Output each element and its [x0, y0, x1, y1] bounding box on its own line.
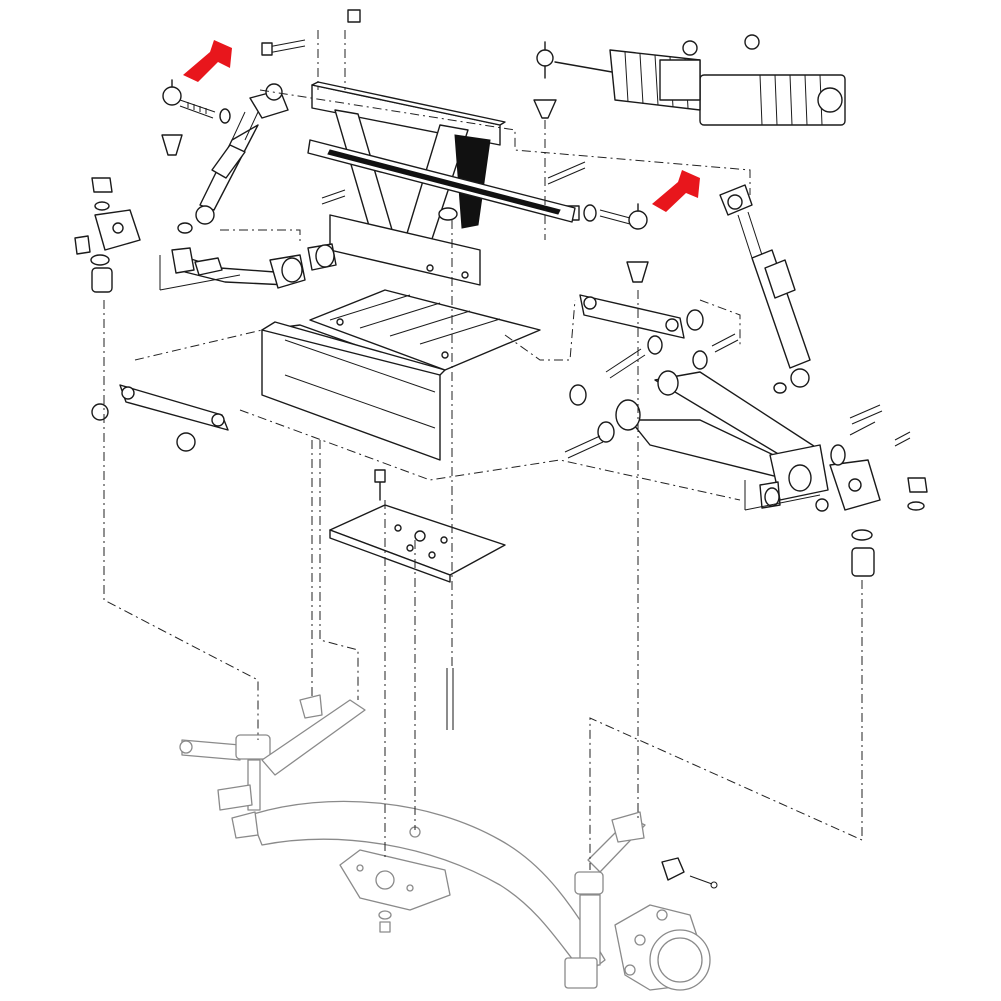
spring-mount-plate [329, 469, 506, 730]
right-callout-arrow [652, 170, 700, 212]
steering-gear [533, 34, 846, 126]
left-callout-arrow [183, 40, 232, 82]
castle-nut [661, 857, 718, 889]
center-cradle [261, 289, 541, 461]
explosion-lines [103, 30, 863, 870]
right-knuckle-bracket [815, 404, 928, 577]
right-tie-rod-end [564, 203, 649, 283]
front-axle-assembly [179, 694, 718, 991]
axle-spring-plate [339, 849, 451, 911]
axle-beam [249, 800, 606, 976]
frame-bracket [261, 9, 586, 286]
right-upper-link [564, 294, 739, 459]
left-spindle [179, 694, 366, 839]
axle-nut [378, 910, 392, 933]
right-lower-a-arm [615, 370, 829, 511]
left-lower-link [91, 384, 229, 452]
left-upper-a-arm [159, 243, 337, 291]
left-tie-rod-end [161, 79, 231, 156]
left-knuckle-bracket [74, 177, 141, 293]
left-shock-absorber [177, 83, 289, 234]
right-shock-absorber [719, 184, 811, 394]
tie-rod [554, 61, 613, 73]
right-spindle [564, 811, 711, 991]
